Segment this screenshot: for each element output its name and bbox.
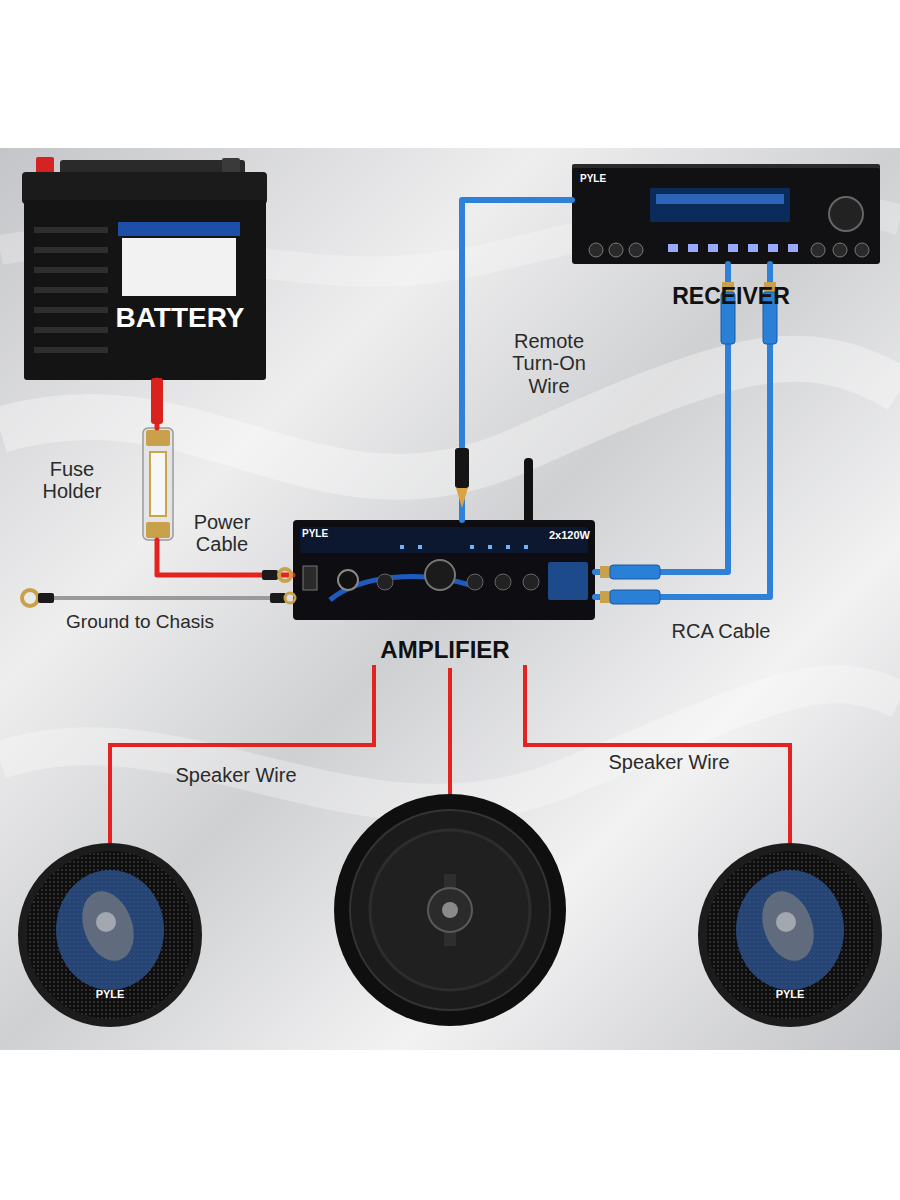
control-knob — [467, 574, 483, 590]
wire-label: Speaker Wire — [569, 751, 769, 773]
control-knob — [377, 574, 393, 590]
remote-connector-tip — [456, 488, 468, 508]
amplifier-side-panel — [548, 562, 588, 600]
ring-terminal — [285, 593, 295, 603]
amplifier-box: PYLE2x120WAMPLIFIER — [293, 520, 595, 620]
speaker-rim — [698, 843, 882, 1027]
brand-logo: PYLE — [80, 988, 140, 1000]
battery-sticker-band — [118, 222, 240, 236]
speaker-rim — [18, 843, 202, 1027]
battery-sticker — [122, 238, 236, 296]
brand-logo: PYLE — [302, 528, 342, 539]
battery-body — [24, 200, 266, 380]
display-glow — [656, 194, 784, 204]
control-knob — [629, 243, 643, 257]
speaker-wire — [525, 665, 790, 843]
wire-label: RCA Cable — [621, 620, 821, 642]
control-knob — [609, 243, 623, 257]
battery-box: BATTERY — [22, 175, 267, 380]
ground-wire — [38, 596, 286, 600]
amplifier-body — [293, 520, 595, 620]
speaker-cone — [56, 870, 164, 990]
tweeter-housing — [73, 884, 143, 968]
device-heading: RECEIVER — [631, 284, 831, 310]
receiver-box: PYLERECEIVER — [572, 168, 880, 264]
control-knob — [495, 574, 511, 590]
wire-label: Remote Turn-On Wire — [494, 330, 604, 397]
device-label: BATTERY — [80, 302, 280, 333]
control-knob — [855, 243, 869, 257]
speaker-wire — [110, 665, 374, 843]
connectors — [157, 200, 770, 597]
power-rating: 2x120W — [549, 529, 593, 541]
negative-terminal — [222, 158, 240, 174]
remote-connector — [455, 448, 469, 488]
part-label: Fuse Holder — [32, 458, 112, 503]
fuse — [150, 452, 166, 516]
wire-label: Power Cable — [177, 511, 267, 556]
tweeter — [776, 912, 796, 932]
volume-knob — [829, 197, 863, 231]
wire-label: Ground to Chasis — [20, 611, 260, 632]
receiver-display — [650, 188, 790, 222]
cable-ends — [151, 282, 777, 604]
speaker-cone — [736, 870, 844, 990]
rca-plug — [610, 590, 660, 604]
control-knob — [589, 243, 603, 257]
rca-cable — [595, 264, 770, 597]
antenna — [524, 458, 533, 524]
rca-cable — [595, 264, 728, 572]
volume-knob — [425, 560, 455, 590]
amplifier-top-panel — [300, 527, 588, 553]
cable-sheath — [151, 378, 163, 424]
fuse-holder-box: Fuse Holder — [140, 428, 176, 540]
wire-label: Speaker Wire — [136, 764, 336, 786]
brand-logo: PYLE — [580, 173, 620, 184]
indicator-leds — [400, 545, 528, 549]
tweeter-dome — [442, 902, 458, 918]
control-knob — [811, 243, 825, 257]
power-switch — [303, 566, 317, 590]
device-heading: AMPLIFIER — [345, 637, 545, 664]
receiver-body — [572, 168, 880, 264]
fuse-cap — [146, 430, 170, 446]
speaker-rim — [334, 794, 566, 1026]
control-knob — [523, 574, 539, 590]
brand-logo: PYLE — [760, 988, 820, 1000]
ring-terminal — [22, 590, 38, 606]
terminal-boot — [38, 593, 54, 603]
silver-panel — [0, 148, 900, 1050]
speaker-grille — [706, 851, 874, 1019]
speaker-cone — [370, 830, 530, 990]
fuse-cap — [146, 522, 170, 538]
ring-terminal — [279, 569, 291, 581]
speaker-surround — [350, 810, 550, 1010]
speaker-wire — [448, 668, 452, 794]
fuse-holder-body — [143, 428, 173, 540]
speaker-grille — [26, 851, 194, 1019]
control-knob — [833, 243, 847, 257]
tweeter-housing — [753, 884, 823, 968]
tweeter — [96, 912, 116, 932]
battery-ribs — [34, 230, 108, 350]
rca-plug — [610, 565, 660, 579]
tweeter — [428, 888, 472, 932]
battery-lid — [22, 172, 267, 204]
terminal-boot — [262, 570, 278, 580]
receiver-buttons — [668, 244, 798, 252]
input-jack — [338, 570, 358, 590]
